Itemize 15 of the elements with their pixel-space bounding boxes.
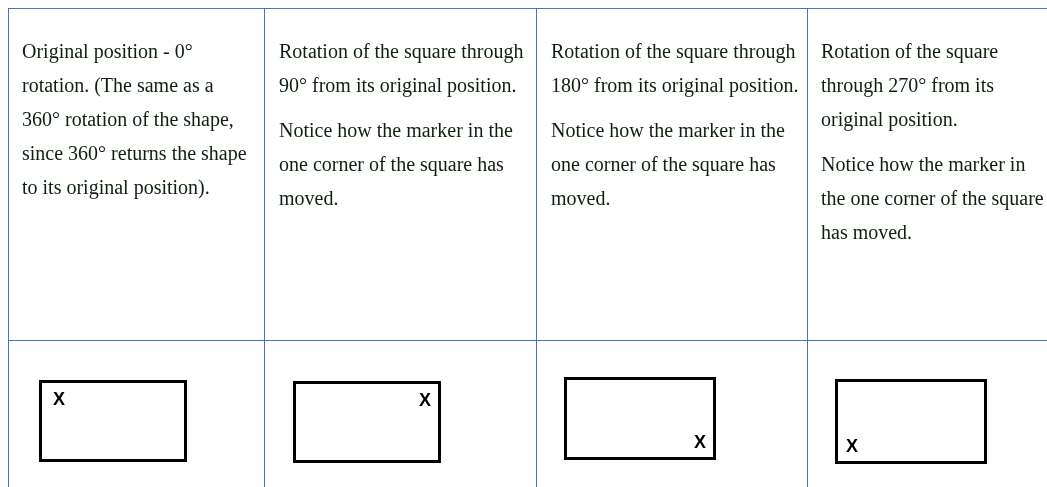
cell-text: Original position - 0° rotation. (The same as a 360° rotation of the shape, since 360° returns the shape to its original position). xyxy=(22,39,248,201)
corner-marker: X xyxy=(419,391,431,409)
rectangle-shape xyxy=(835,379,987,464)
cell-text: Rotation of the square through 270° from its original position. xyxy=(821,39,1000,133)
rectangle-shape xyxy=(39,380,187,462)
cell-text: Rotation of the square through 90° from its original position. xyxy=(279,39,525,99)
corner-marker: X xyxy=(846,437,858,455)
rectangle-shape xyxy=(293,381,441,463)
cell-text: Notice how the marker in the one corner of the square has moved. xyxy=(551,118,786,211)
cell-text: Notice how the marker in the one corner of the square has moved. xyxy=(279,118,514,211)
cell-text: Rotation of the square through 180° from its original position. xyxy=(551,39,800,99)
corner-marker: X xyxy=(53,390,65,408)
rectangle-shape xyxy=(564,377,716,460)
cell-text: Notice how the marker in the one corner of the square has moved. xyxy=(821,152,1045,245)
corner-marker: X xyxy=(694,433,706,451)
